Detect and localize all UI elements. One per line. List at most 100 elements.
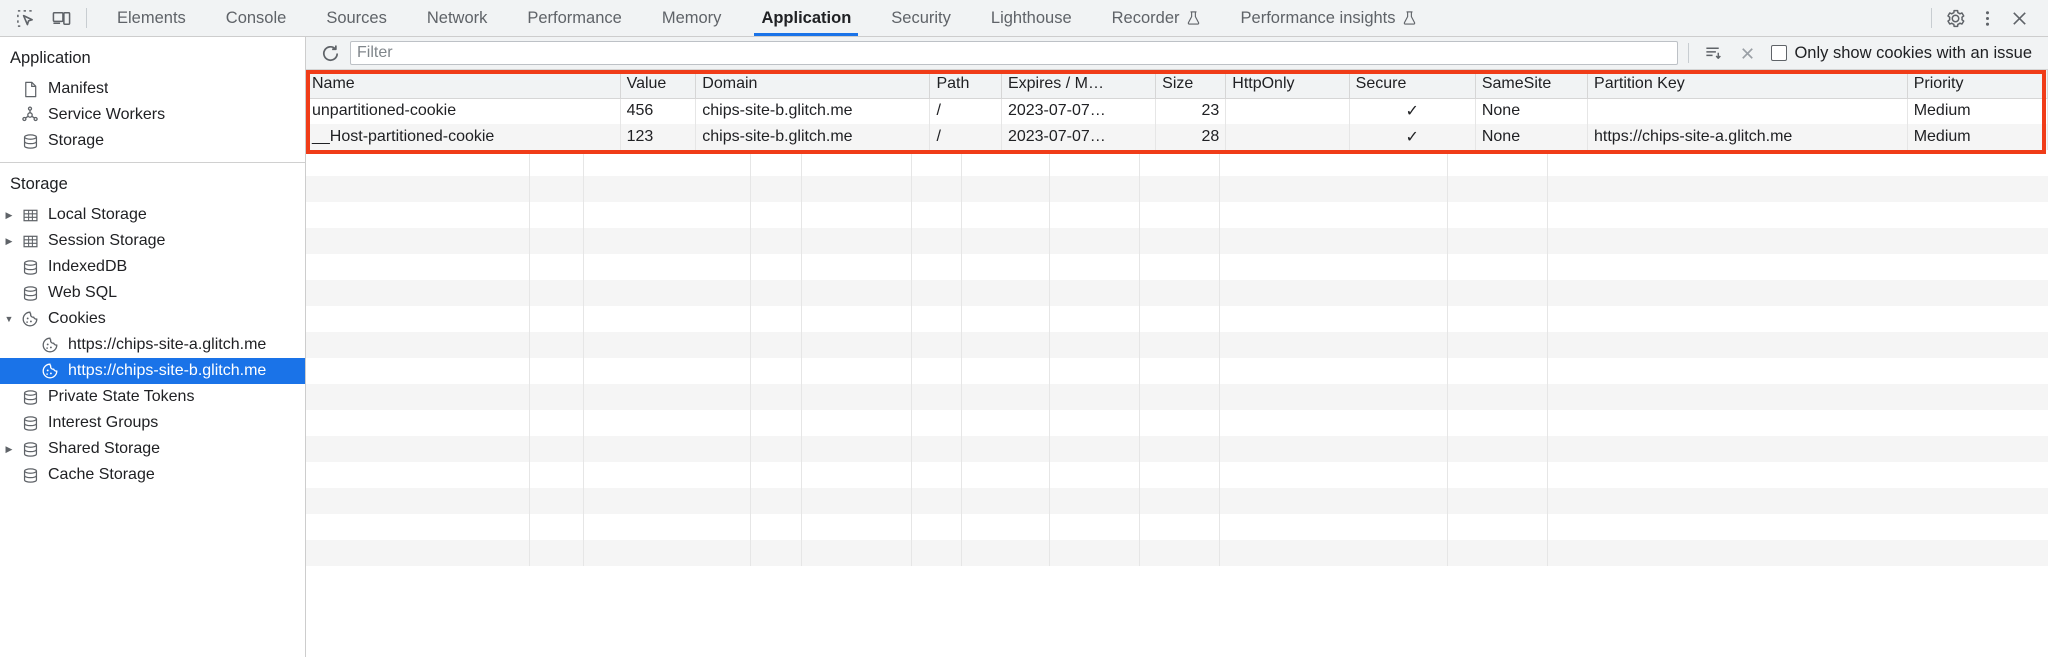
empty-grid-cell — [530, 150, 584, 176]
empty-grid-cell — [802, 384, 912, 410]
checkbox-box-icon[interactable] — [1771, 45, 1788, 61]
empty-grid-cell — [751, 410, 802, 436]
empty-grid-row — [306, 488, 2048, 514]
tab-label: Recorder — [1111, 8, 1180, 27]
empty-grid-row — [306, 254, 2048, 280]
chevron-right-icon[interactable]: ▶ — [5, 209, 13, 220]
tab-network[interactable]: Network — [407, 0, 508, 36]
sidebar-item-manifest[interactable]: Manifest — [0, 76, 305, 102]
sidebar-item-storage[interactable]: Storage — [0, 128, 305, 154]
empty-grid-cell — [1140, 488, 1220, 514]
cell-httponly — [1225, 124, 1350, 150]
sidebar-item-indexeddb[interactable]: IndexedDB — [0, 254, 305, 280]
cell-domain: chips-site-b.glitch.me — [695, 124, 931, 150]
column-header-domain[interactable]: Domain — [695, 70, 931, 99]
column-header-samesite[interactable]: SameSite — [1475, 70, 1589, 99]
clear-filter-icon[interactable] — [1699, 40, 1727, 66]
chevron-down-icon[interactable]: ▼ — [4, 314, 14, 324]
more-options-icon[interactable] — [1972, 4, 2002, 32]
experiment-flask-icon — [1186, 10, 1201, 26]
sidebar-item-cookies-chips-site-b[interactable]: https://chips-site-b.glitch.me — [0, 358, 305, 384]
only-show-issues-checkbox[interactable]: Only show cookies with an issue — [1767, 44, 2040, 63]
sidebar-item-private-state-tokens[interactable]: Private State Tokens — [0, 384, 305, 410]
close-devtools-icon[interactable] — [2004, 4, 2034, 32]
column-header-path[interactable]: Path — [929, 70, 1002, 99]
column-header-priority[interactable]: Priority — [1907, 70, 2048, 99]
empty-grid-cell — [584, 384, 751, 410]
empty-grid-cell — [584, 228, 751, 254]
cell-partition-key — [1587, 98, 1908, 124]
column-header-partition-key[interactable]: Partition Key — [1587, 70, 1908, 99]
table-row[interactable]: unpartitioned-cookie 456 chips-site-b.gl… — [306, 98, 2048, 124]
table-row[interactable]: __Host-partitioned-cookie 123 chips-site… — [306, 124, 2048, 150]
tab-performance-insights[interactable]: Performance insights — [1221, 0, 1437, 36]
empty-grid-cell — [306, 358, 530, 384]
column-header-httponly[interactable]: HttpOnly — [1225, 70, 1350, 99]
column-header-name[interactable]: Name — [306, 70, 621, 99]
tab-label: Sources — [326, 8, 387, 27]
sidebar-item-label: Session Storage — [48, 232, 166, 249]
empty-grid-cell — [751, 384, 802, 410]
tab-memory[interactable]: Memory — [642, 0, 742, 36]
column-header-expires[interactable]: Expires / M… — [1001, 70, 1157, 99]
sidebar-item-session-storage[interactable]: ▶ Session Storage — [0, 228, 305, 254]
tab-security[interactable]: Security — [871, 0, 971, 36]
empty-grid-cell — [912, 462, 962, 488]
empty-grid-cell — [751, 202, 802, 228]
column-header-value[interactable]: Value — [620, 70, 697, 99]
tab-label: Performance insights — [1240, 8, 1396, 27]
chevron-right-icon[interactable]: ▶ — [5, 443, 13, 454]
sidebar-item-cookies[interactable]: ▼ Cookies — [0, 306, 305, 332]
tab-recorder[interactable]: Recorder — [1092, 0, 1221, 36]
service-workers-gear-icon — [18, 106, 42, 124]
empty-grid-cell — [1140, 358, 1220, 384]
tab-label: Network — [426, 8, 488, 27]
settings-gear-icon[interactable] — [1940, 4, 1970, 32]
sidebar-item-service-workers[interactable]: Service Workers — [0, 102, 305, 128]
empty-grid-cell — [306, 410, 530, 436]
sidebar-item-web-sql[interactable]: Web SQL — [0, 280, 305, 306]
empty-grid-cell — [1448, 306, 1548, 332]
tab-lighthouse[interactable]: Lighthouse — [971, 0, 1092, 36]
tab-application[interactable]: Application — [741, 0, 871, 36]
clear-all-x-icon[interactable] — [1733, 40, 1761, 66]
empty-grid-cell — [1448, 280, 1548, 306]
empty-grid-cell — [751, 332, 802, 358]
column-header-secure[interactable]: Secure — [1349, 70, 1476, 99]
storage-section: Storage ▶ Local Storage ▶ — [0, 163, 305, 496]
empty-grid-cell — [306, 202, 530, 228]
empty-grid-row — [306, 332, 2048, 358]
cell-domain: chips-site-b.glitch.me — [695, 98, 931, 124]
refresh-icon[interactable] — [316, 40, 344, 66]
empty-grid-cell — [584, 358, 751, 384]
device-toolbar-icon[interactable] — [46, 4, 76, 32]
tab-sources[interactable]: Sources — [306, 0, 407, 36]
empty-grid-cell — [962, 202, 1050, 228]
empty-grid-cell — [1220, 306, 1448, 332]
sidebar-item-cookies-chips-site-a[interactable]: https://chips-site-a.glitch.me — [0, 332, 305, 358]
sidebar-item-local-storage[interactable]: ▶ Local Storage — [0, 202, 305, 228]
empty-grid-cell — [1448, 202, 1548, 228]
tab-performance[interactable]: Performance — [507, 0, 641, 36]
tab-console[interactable]: Console — [206, 0, 307, 36]
empty-grid-cell — [912, 540, 962, 566]
empty-grid-cell — [962, 410, 1050, 436]
empty-grid-cell — [1050, 332, 1140, 358]
empty-grid-row — [306, 280, 2048, 306]
empty-grid-cell — [530, 462, 584, 488]
empty-grid-cell — [751, 462, 802, 488]
filter-input[interactable]: Filter — [350, 41, 1679, 65]
column-header-size[interactable]: Size — [1155, 70, 1227, 99]
inspect-element-icon[interactable] — [10, 4, 40, 32]
empty-grid-cell — [1548, 254, 2048, 280]
devtools-body: Application Manifest — [0, 37, 2048, 657]
chevron-right-icon[interactable]: ▶ — [5, 235, 13, 246]
empty-grid-cell — [1548, 410, 2048, 436]
empty-grid-cell — [1050, 462, 1140, 488]
sidebar-item-interest-groups[interactable]: Interest Groups — [0, 410, 305, 436]
tab-elements[interactable]: Elements — [97, 0, 206, 36]
sidebar-item-shared-storage[interactable]: ▶ Shared Storage — [0, 436, 305, 462]
sidebar-item-cache-storage[interactable]: Cache Storage — [0, 462, 305, 488]
empty-grid-cell — [1448, 332, 1548, 358]
empty-grid-cell — [584, 436, 751, 462]
